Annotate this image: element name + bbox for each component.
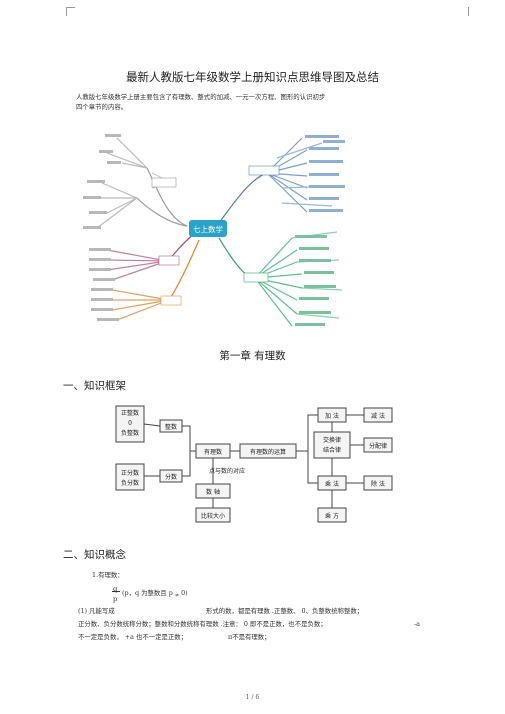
mind-map-image: 七上数学 (83, 134, 345, 327)
framework-label-distributive: 分配律 (369, 442, 387, 450)
concept-line-2a: 正分数、负分数统称分数；整数和分数统称有理数 .注意： 0 即不是正数，也不是负… (78, 620, 327, 628)
framework-label-pos-int: 正整数 (121, 409, 139, 417)
concept-item-1: 1.有理数： (92, 571, 124, 579)
fraction-bar (112, 591, 120, 592)
framework-label-compare: 比较大小 (201, 512, 225, 520)
framework-label-rational: 有理数 (204, 448, 222, 456)
concept-line-1a: (1) 凡能写成 (78, 607, 115, 615)
fraction-condition-zero: 0) (181, 589, 188, 597)
page-number: 1 / 6 (245, 694, 260, 701)
concept-line-1b: 形式的数，都是有理数 .正整数、 0、负整数统称整数； (206, 607, 364, 615)
framework-label-power: 乘 方 (325, 512, 339, 520)
framework-label-div: 除 法 (371, 480, 385, 488)
section-heading-concepts: 二、知识概念 (63, 549, 126, 561)
concept-line-3a: 不一定是负数， +a 也不一定是正数； (78, 633, 188, 641)
fraction-condition-text: (p，q 为整数且 p (122, 589, 173, 597)
knowledge-framework-diagram: 正整数 0 负整数 整数 正分数 负分数 分数 有理数 有理数的运算 加 法 减… (115, 405, 393, 523)
framework-label-pos-frac: 正分数 (121, 469, 139, 477)
chapter-1-title: 第一章 有理数 (219, 350, 286, 362)
concept-line-3b: π不是有理数； (228, 633, 271, 641)
framework-label-associative: 结合律 (323, 446, 341, 454)
framework-label-point-number: 点与数的对应 (209, 467, 245, 475)
framework-label-sub: 减 法 (371, 412, 385, 420)
crop-mark-left (66, 7, 75, 16)
mind-map-center-label: 七上数学 (193, 224, 223, 234)
document-title: 最新人教版七年级数学上册知识点思维导图及总结 (126, 70, 379, 84)
section-heading-framework: 一、知识框架 (63, 380, 126, 392)
not-equal-sign: ≠ (174, 593, 180, 599)
framework-label-integer: 整数 (165, 423, 177, 431)
framework-label-mul: 乘 法 (325, 480, 339, 488)
concept-line-2b: -a (414, 620, 420, 628)
intro-paragraph: 人教版七年级数学上册主要包含了有理数、整式的加减、一元一次方程、图形的认识初步 … (76, 92, 436, 112)
fraction-denominator: p (113, 595, 118, 603)
framework-label-operations: 有理数的运算 (250, 448, 286, 456)
framework-label-numberline: 数 轴 (206, 488, 220, 496)
fraction-numerator: q (113, 585, 118, 593)
intro-line-2: 四个章节的内容。 (76, 103, 128, 111)
framework-label-zero: 0 (128, 420, 132, 427)
framework-label-fraction: 分数 (165, 473, 177, 481)
fraction-condition: (p，q 为整数且 p ≠ 0) (122, 587, 188, 602)
framework-label-neg-frac: 负分数 (121, 479, 139, 487)
intro-line-1: 人教版七年级数学上册主要包含了有理数、整式的加减、一元一次方程、图形的认识初步 (76, 93, 326, 101)
framework-label-neg-int: 负整数 (121, 429, 139, 437)
crop-mark-right (468, 7, 469, 16)
framework-label-add: 加 法 (325, 412, 339, 420)
framework-label-commutative: 交换律 (323, 436, 341, 444)
